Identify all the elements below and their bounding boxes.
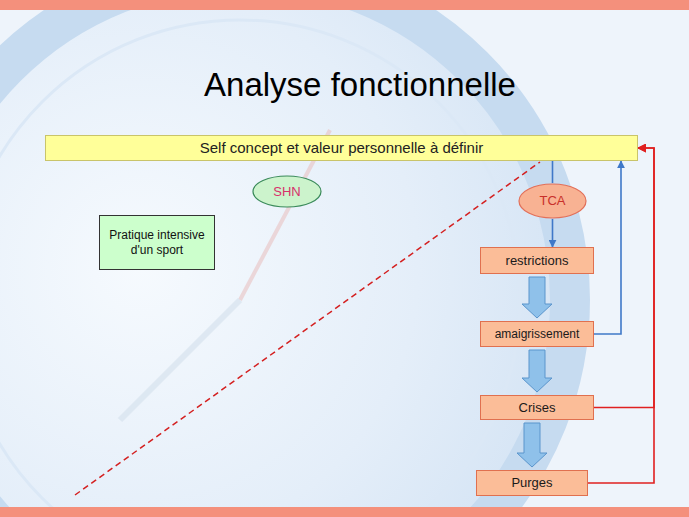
node-text: amaigrissement [490, 324, 585, 344]
block-arrow [522, 350, 552, 392]
label-ellipse: TCA [518, 183, 587, 219]
process-box: restrictions [480, 247, 594, 274]
connector-arrow [594, 161, 621, 334]
node-text: Pratique intensive d'un sport [100, 225, 214, 260]
node-text: TCA [535, 190, 571, 212]
concept-band: Self concept et valeur personnelle à déf… [45, 135, 638, 161]
node-text: restrictions [501, 250, 574, 272]
process-box: Pratique intensive d'un sport [99, 215, 215, 270]
node-text: Crises [514, 397, 561, 419]
process-box: Crises [480, 395, 594, 420]
process-box: amaigrissement [480, 321, 594, 347]
connector-arrow [594, 148, 654, 408]
separator-line [75, 162, 540, 495]
connector-arrow [552, 161, 554, 183]
block-arrow [517, 423, 547, 467]
process-box: Purges [476, 470, 588, 496]
top-bar [0, 0, 689, 10]
ellipse-shape [519, 184, 586, 218]
label-ellipse: SHN [252, 175, 322, 208]
node-text: SHN [268, 181, 305, 203]
connector-arrow [588, 148, 654, 483]
slide-title: Analyse fonctionnelle [150, 66, 570, 104]
bottom-bar [0, 507, 689, 517]
block-arrow [522, 277, 552, 318]
ellipse-shape [253, 176, 321, 207]
connector-arrow [552, 219, 554, 247]
node-text: Purges [506, 472, 557, 494]
clock-hand [120, 300, 240, 420]
node-text: Self concept et valeur personnelle à déf… [195, 136, 489, 160]
